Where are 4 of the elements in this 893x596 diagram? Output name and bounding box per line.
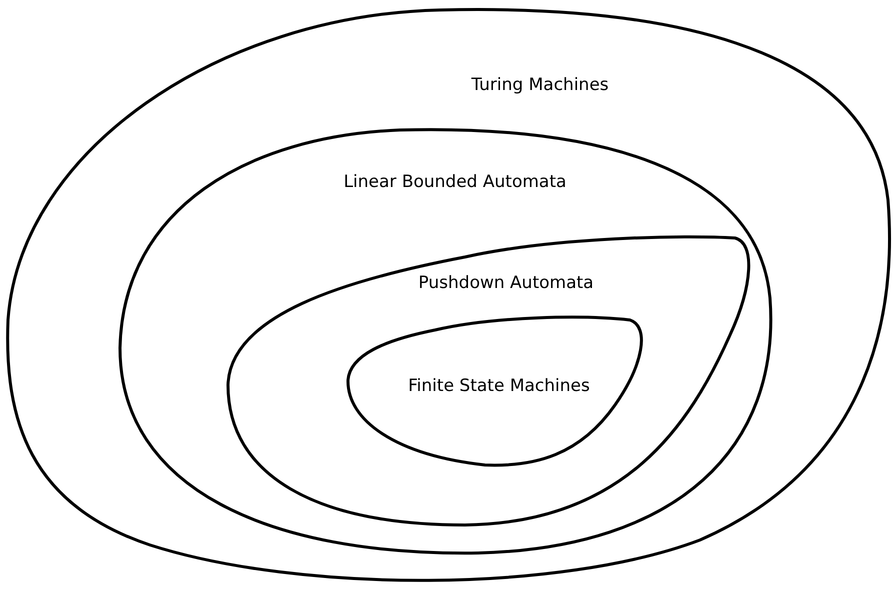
region-label: Turing Machines xyxy=(471,75,609,95)
region-label: Pushdown Automata xyxy=(418,273,594,293)
region-label: Linear Bounded Automata xyxy=(344,172,566,192)
region-label: Finite State Machines xyxy=(408,376,590,396)
